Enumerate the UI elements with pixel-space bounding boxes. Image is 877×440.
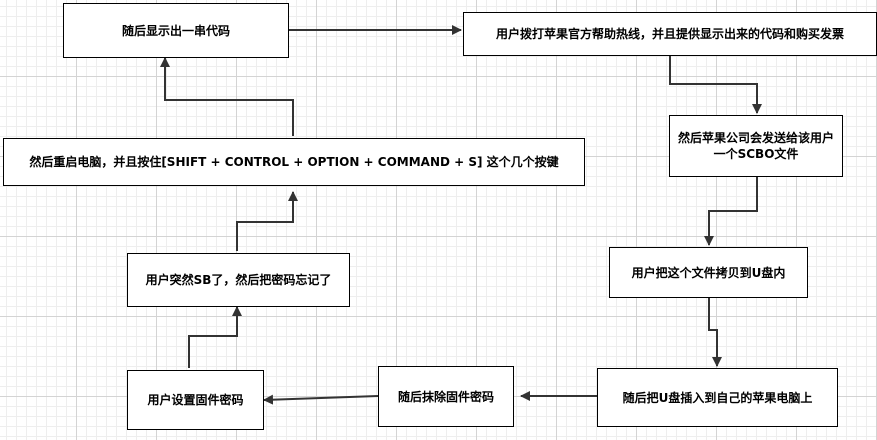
edge-n8-n9	[236, 191, 298, 251]
node-show-code: 随后显示出一串代码	[63, 3, 289, 58]
node-call-apple-hotline: 用户拨打苹果官方帮助热线，并且提供显示出来的代码和购买发票	[463, 12, 877, 56]
edge-n7-n8	[188, 306, 242, 368]
node-erase-firmware-password: 随后抹除固件密码	[378, 366, 514, 427]
node-forgot-password: 用户突然SB了，然后把密码忘记了	[127, 253, 350, 307]
edge-n3-n4	[704, 176, 758, 246]
edge-n9-n1	[160, 57, 294, 136]
edge-n2-n3	[669, 55, 762, 114]
node-apple-sends-scbo: 然后苹果公司会发送给该用户一个SCBO文件	[669, 115, 843, 177]
node-insert-usb: 随后把U盘插入到自己的苹果电脑上	[597, 368, 838, 427]
node-set-firmware-password: 用户设置固件密码	[127, 370, 264, 430]
node-copy-to-usb: 用户把这个文件拷贝到U盘内	[609, 247, 808, 298]
edge-n6-n7	[263, 394, 379, 405]
node-restart-hold-keys: 然后重启电脑，并且按住[SHIFT + CONTROL + OPTION + C…	[3, 138, 585, 186]
edge-n4-n5	[708, 298, 722, 367]
